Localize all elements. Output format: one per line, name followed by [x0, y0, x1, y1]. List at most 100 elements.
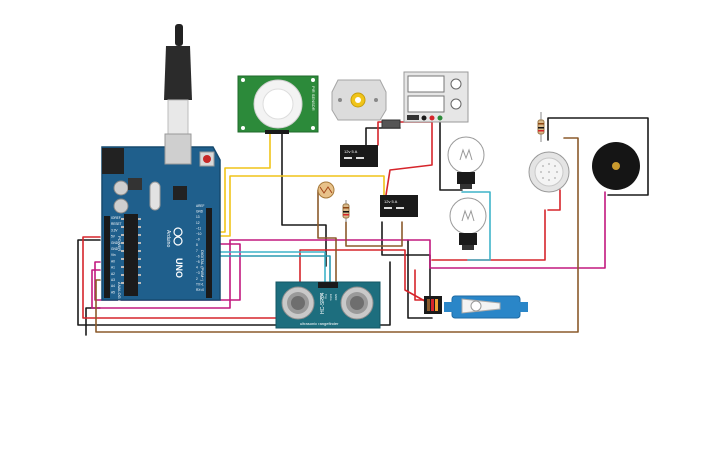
pin-label: 8 — [196, 243, 198, 247]
wire-yellow-pir — [212, 131, 271, 233]
analog-label: ANALOG IN — [117, 282, 122, 304]
psu-terminal-green — [437, 115, 443, 121]
bulb-2-glass — [449, 197, 487, 235]
relay-1-body — [340, 145, 378, 167]
pin-label: GND — [334, 294, 338, 300]
pin-label: A3 — [111, 278, 115, 282]
pin-label: RESET — [111, 222, 122, 226]
wire-yellow-relay — [212, 175, 385, 237]
digital-label: DIGITAL (PWM~) — [200, 250, 205, 282]
pin-label: 4 — [196, 266, 198, 270]
pin-label: ~3 — [196, 271, 200, 275]
wire-red-relay-top — [377, 121, 433, 196]
psu-knob-2 — [450, 98, 462, 110]
arduino-logo: Arduino UNO — [165, 227, 184, 278]
wire-brown-mid — [345, 221, 403, 247]
photoresistor — [317, 181, 335, 199]
pin-label: 7 — [196, 249, 198, 253]
dc-motor — [331, 79, 387, 121]
pir-sensor: PIR SENSOR — [237, 75, 319, 134]
psu-display-1 — [407, 75, 445, 93]
pin-label: TX>1 — [196, 282, 204, 286]
pin-label: Trig — [324, 294, 328, 299]
pin-label: A5 — [111, 290, 115, 294]
header-power — [104, 216, 110, 298]
crystal — [149, 181, 161, 211]
wire-cyan-lamp — [461, 191, 491, 261]
pin-label: RX<0 — [196, 288, 204, 292]
relay-2-text: 12v 5 A — [384, 199, 398, 204]
relay-2-body — [380, 195, 418, 217]
usb-plug — [164, 46, 192, 100]
reset-button-cap — [203, 155, 211, 163]
psu-switch — [407, 115, 419, 120]
pin-label: 3.3V — [111, 228, 118, 232]
capacitor-1 — [113, 180, 129, 196]
resistor-2 — [537, 112, 545, 142]
wire-brown-photo — [317, 189, 337, 283]
pin-label: GND — [111, 247, 119, 251]
wire-cyan-sensor — [212, 251, 326, 283]
atmega-chip — [124, 214, 138, 296]
pin-label: 13 — [196, 215, 200, 219]
pin-label: Vin — [111, 253, 116, 257]
relay-1-text: 12v 5 A — [344, 149, 358, 154]
bulb-1-base — [457, 172, 475, 184]
bulb-1-glass — [447, 136, 485, 174]
atmega-pins — [121, 218, 141, 284]
resistor-1 — [342, 200, 350, 222]
wire-red-buzzer — [547, 189, 561, 211]
power-supply — [403, 71, 469, 123]
light-bulb-1 — [447, 136, 485, 189]
pir-label: PIR SENSOR — [311, 86, 316, 111]
wire-red-lamp — [431, 209, 546, 261]
pin-label: A1 — [111, 266, 115, 270]
pin-label: ~5 — [196, 260, 200, 264]
arduino-uno: Arduino UNO DIGITAL (PWM~) ANALOG IN POW… — [101, 24, 221, 304]
pin-label: ~9 — [196, 238, 200, 242]
pin-label: ~10 — [196, 232, 202, 236]
usb-cable — [175, 24, 183, 46]
pin-label: A4 — [111, 284, 115, 288]
bulb-2-base — [459, 233, 477, 245]
ultrasonic-pins — [318, 282, 338, 288]
servo-horn-hub — [470, 300, 482, 312]
ultrasonic-model: HC-SR04 — [320, 292, 326, 314]
wire-black-pir-relay — [281, 131, 327, 267]
capacitor-2 — [113, 198, 129, 214]
wire-brown-bottom — [95, 137, 579, 333]
slide-switch — [381, 119, 401, 129]
pin-label: ~6 — [196, 254, 200, 258]
wire-black-servo — [407, 239, 433, 319]
header-digital — [206, 208, 212, 298]
wire-black-top-right — [439, 117, 463, 191]
pin-label: IOREF — [111, 216, 121, 220]
wire-black-relay2 — [381, 221, 431, 299]
pin-label: AREF — [196, 204, 205, 208]
arduino-model-text: UNO — [174, 258, 184, 278]
motor-shaft — [355, 97, 361, 103]
pin-label: A0 — [111, 259, 115, 263]
power-jack — [102, 148, 124, 174]
pin-label: Echo — [329, 294, 333, 301]
pin-label: A2 — [111, 272, 115, 276]
pin-label: 12 — [196, 221, 200, 225]
pin-label: ~11 — [196, 226, 201, 230]
pin-label: 2 — [196, 277, 198, 281]
wire-black-speaker — [547, 117, 649, 196]
ultrasonic-caption: ultrasonic rangefinder — [300, 321, 339, 326]
wires — [77, 117, 649, 336]
usb-chip — [173, 186, 187, 200]
piezo-buzzer — [592, 142, 640, 190]
usb-port — [164, 133, 192, 165]
sound-sensor — [528, 151, 570, 193]
psu-terminal-red — [429, 115, 435, 121]
psu-terminal-black — [421, 115, 427, 121]
wire-black-arduino-gnd-loop — [77, 239, 391, 326]
light-bulb-2 — [449, 197, 487, 250]
